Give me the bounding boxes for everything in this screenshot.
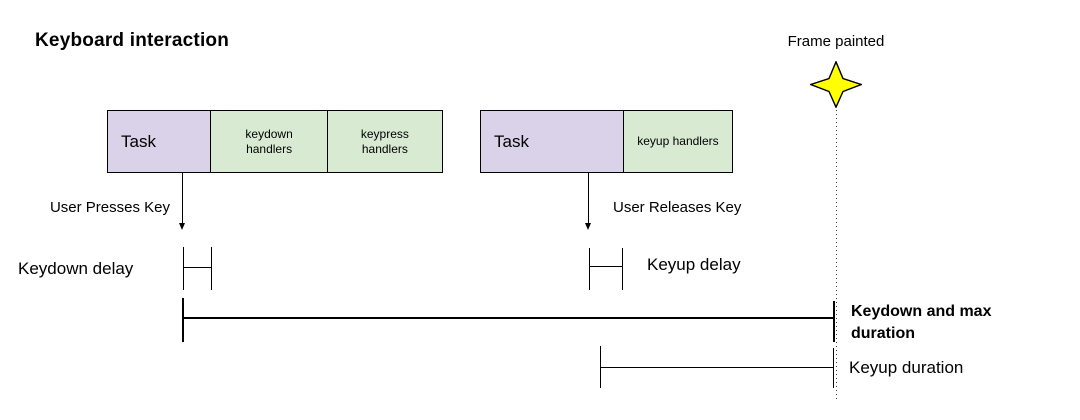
keyup-task-group: Task keyup handlers bbox=[480, 110, 733, 173]
keyup-duration-label: Keyup duration bbox=[849, 358, 964, 377]
keydown-handlers-box: keydown handlers bbox=[210, 111, 327, 172]
keyup-handlers-label: keyup handlers bbox=[637, 134, 719, 148]
user-releases-key-label: User Releases Key bbox=[613, 199, 742, 216]
task-box-keyup: Task bbox=[481, 111, 623, 172]
user-presses-arrowhead-icon bbox=[178, 223, 185, 230]
keypress-handlers-label: keypress handlers bbox=[360, 126, 409, 156]
keyup-duration-right-tick bbox=[833, 348, 834, 388]
frame-painted-label: Frame painted bbox=[787, 33, 885, 50]
keyup-delay-left-tick bbox=[589, 248, 590, 290]
task-label: Task bbox=[494, 131, 529, 151]
task-label: Task bbox=[121, 131, 156, 151]
keyup-delay-right-tick bbox=[622, 248, 623, 290]
frame-painted-dotted-line bbox=[836, 110, 837, 400]
user-presses-arrow-line bbox=[182, 173, 183, 223]
keyup-duration-line bbox=[600, 367, 834, 368]
keydown-duration-right-tick bbox=[833, 301, 835, 342]
keydown-duration-line bbox=[183, 317, 835, 319]
keydown-task-group: Task keydown handlers keypress handlers bbox=[107, 110, 443, 173]
keyup-handlers-box: keyup handlers bbox=[622, 111, 732, 172]
task-box-keydown: Task bbox=[108, 111, 211, 172]
keydown-delay-label: Keydown delay bbox=[18, 259, 134, 278]
keyup-delay-label: Keyup delay bbox=[647, 255, 741, 274]
keyup-delay-connector bbox=[589, 266, 623, 267]
keydown-handlers-label: keydown handlers bbox=[245, 126, 293, 156]
keydown-delay-right-tick bbox=[211, 247, 212, 290]
keydown-delay-left-tick bbox=[183, 247, 184, 290]
keydown-duration-left-tick bbox=[182, 298, 184, 342]
user-releases-arrowhead-icon bbox=[584, 223, 591, 230]
user-releases-arrow-line bbox=[588, 173, 589, 223]
user-presses-key-label: User Presses Key bbox=[49, 199, 170, 216]
keydown-max-duration-label: Keydown and max duration bbox=[851, 303, 992, 342]
sparkle-star-icon bbox=[810, 61, 862, 108]
keydown-delay-connector bbox=[183, 267, 212, 268]
keypress-handlers-box: keypress handlers bbox=[326, 111, 442, 172]
page-title: Keyboard interaction bbox=[35, 30, 230, 51]
